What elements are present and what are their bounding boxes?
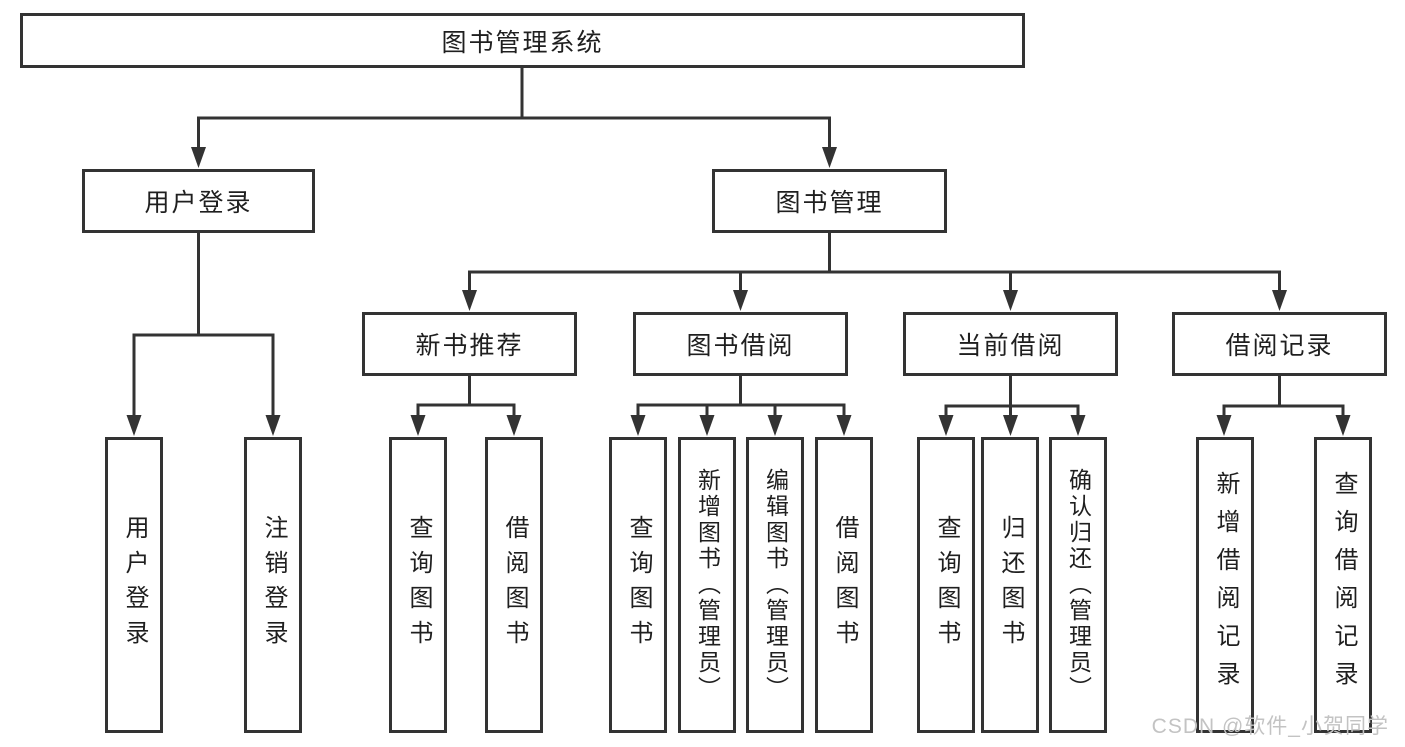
node-user-login-label: 用户登录	[144, 189, 253, 217]
leaf-add-borrow-record-label: 新增借阅记录	[1212, 471, 1239, 699]
leaf-add-books-admin: 新增图书（管理员）	[678, 437, 736, 733]
leaf-borrow-books: 借阅图书	[815, 437, 873, 733]
leaf-edit-books-admin: 编辑图书（管理员）	[746, 437, 804, 733]
node-new-book-recommend: 新书推荐	[362, 312, 577, 376]
csdn-watermark: CSDN @软件_小贺同学	[1151, 715, 1389, 738]
leaf-add-books-admin-label: 新增图书（管理员）	[694, 468, 721, 702]
leaf-query-books-current-label: 查询图书	[933, 515, 960, 655]
node-current-borrow-label: 当前借阅	[956, 332, 1065, 360]
node-root: 图书管理系统	[20, 13, 1025, 68]
leaf-return-books: 归还图书	[981, 437, 1039, 733]
arrowheads	[126, 147, 1351, 436]
leaf-query-books-borrow: 查询图书	[609, 437, 667, 733]
node-user-login: 用户登录	[82, 169, 315, 233]
node-current-borrow: 当前借阅	[903, 312, 1118, 376]
leaf-query-books-recommend-label: 查询图书	[405, 515, 432, 655]
leaf-borrow-books-recommend-label: 借阅图书	[501, 515, 528, 655]
leaf-query-books-recommend: 查询图书	[389, 437, 447, 733]
leaf-logout-label: 注销登录	[260, 515, 287, 655]
leaf-confirm-return-admin-label: 确认归还（管理员）	[1065, 468, 1092, 702]
leaf-add-borrow-record: 新增借阅记录	[1196, 437, 1254, 733]
leaf-query-books-current: 查询图书	[917, 437, 975, 733]
node-book-management: 图书管理	[712, 169, 947, 233]
leaf-logout: 注销登录	[244, 437, 302, 733]
node-root-label: 图书管理系统	[441, 28, 604, 57]
leaf-query-borrow-record: 查询借阅记录	[1314, 437, 1372, 733]
node-borrow-records-label: 借阅记录	[1225, 332, 1334, 360]
leaf-borrow-books-label: 借阅图书	[831, 515, 858, 655]
node-borrow-records: 借阅记录	[1172, 312, 1387, 376]
leaf-user-login-label: 用户登录	[121, 515, 148, 655]
leaf-query-borrow-record-label: 查询借阅记录	[1330, 471, 1357, 699]
leaf-borrow-books-recommend: 借阅图书	[485, 437, 543, 733]
node-book-borrow: 图书借阅	[633, 312, 848, 376]
leaf-return-books-label: 归还图书	[997, 515, 1024, 655]
node-new-book-recommend-label: 新书推荐	[415, 332, 524, 360]
leaf-edit-books-admin-label: 编辑图书（管理员）	[762, 468, 789, 702]
leaf-user-login: 用户登录	[105, 437, 163, 733]
leaf-query-books-borrow-label: 查询图书	[625, 515, 652, 655]
node-book-management-label: 图书管理	[775, 189, 884, 217]
leaf-confirm-return-admin: 确认归还（管理员）	[1049, 437, 1107, 733]
node-book-borrow-label: 图书借阅	[686, 332, 795, 360]
